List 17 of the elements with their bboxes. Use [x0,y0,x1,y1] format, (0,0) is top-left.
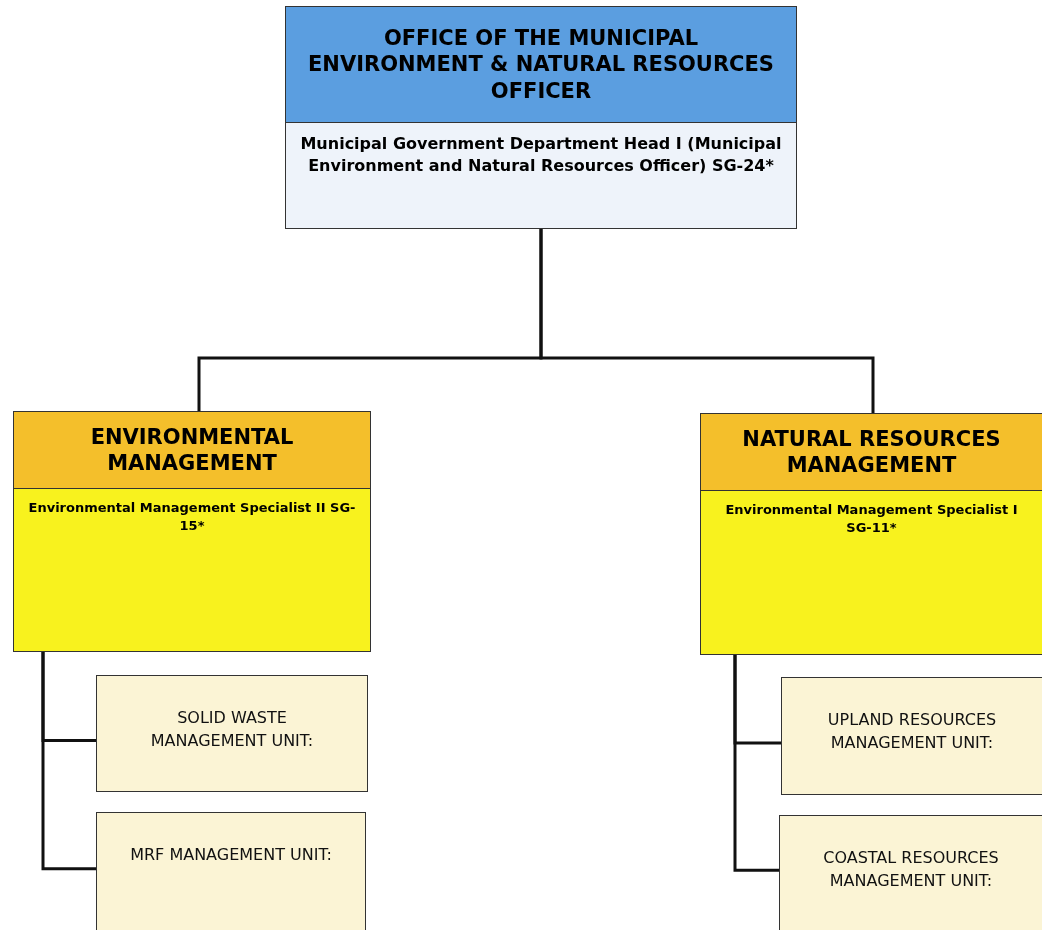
org-chart-box [13,411,371,652]
org-chart-box [96,812,366,930]
connector-line [539,229,875,413]
unit-label: MRF MANAGEMENT UNIT: [129,844,333,866]
org-chart-box [285,6,797,229]
org-chart-box [779,815,1042,930]
box-heading: ENVIRONMENTAL MANAGEMENT [14,412,370,489]
org-chart-box [700,413,1042,655]
unit-label: COASTAL RESOURCES MANAGEMENT UNIT: [822,847,1000,893]
connector-line [41,652,96,871]
connector-line [733,655,779,872]
org-chart-box [781,677,1042,795]
unit-label: UPLAND RESOURCES MANAGEMENT UNIT: [826,709,998,755]
org-chart-box [96,675,368,792]
unit-label: SOLID WASTE MANAGEMENT UNIT: [149,707,315,753]
box-heading: OFFICE OF THE MUNICIPAL ENVIRONMENT & NATURAL RESOURCES OFFICER [286,7,796,123]
box-heading: NATURAL RESOURCES MANAGEMENT [701,414,1042,491]
